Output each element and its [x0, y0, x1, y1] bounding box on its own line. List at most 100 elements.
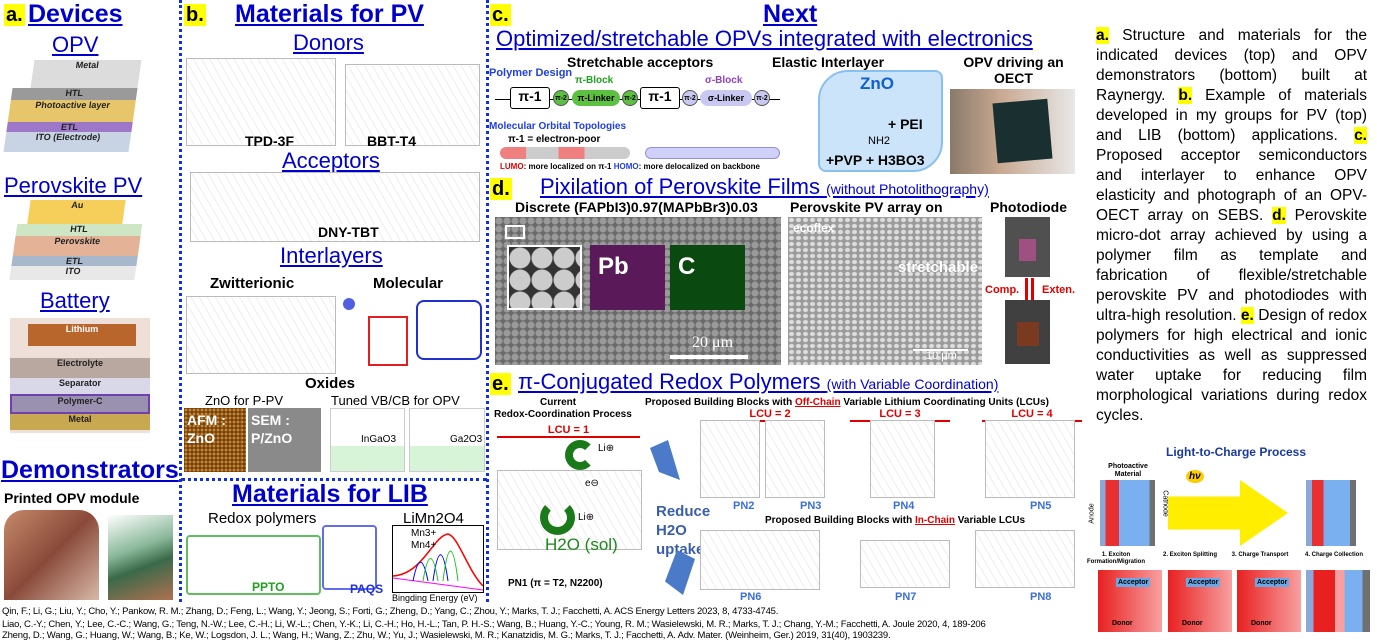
sem-image: SEM : P/ZnO [248, 408, 321, 472]
interlayers-heading: Interlayers [280, 243, 383, 268]
block-label: σ-Linker [707, 93, 745, 103]
molecular-structure [338, 296, 484, 374]
limn2o4-label: LiMn2O4 [403, 510, 464, 527]
step-label: 1. Exciton Formation/Migration [1087, 552, 1145, 565]
pn8-structure [975, 530, 1075, 588]
demonstrators-title: Demonstrators [1, 456, 179, 484]
acceptors-heading: Acceptors [282, 148, 380, 173]
photodiode-photo [1005, 217, 1050, 277]
layer-label: ITO [9, 266, 137, 280]
figure-caption: a. Structure and materials for the indic… [1096, 26, 1367, 426]
pn3-label: PN3 [800, 500, 822, 512]
interlayer-diagram: ZnO + PEI NH2 +PVP + H3BO3 [818, 70, 943, 172]
divider [181, 478, 487, 481]
light-to-charge-diagram: Light-to-Charge Process Photoactive Mate… [1070, 440, 1377, 642]
battery-heading: Battery [40, 288, 110, 313]
paqs-label: PAQS [350, 582, 384, 596]
reference: Qin, F.; Li, G.; Liu, Y.; Cho, Y.; Panko… [2, 606, 779, 617]
layer-label: Separator [10, 378, 150, 394]
title-main: π-Conjugated Redox Polymers [518, 369, 821, 394]
electron-poor-label: π-1 = electron-poor [508, 134, 601, 145]
pn7-label: PN7 [895, 591, 917, 603]
caption-text: Perovskite micro-dot array achieved by u… [1096, 207, 1368, 324]
donor-label: Donor [1112, 620, 1133, 627]
caption-badge: a. [1096, 27, 1109, 44]
panel-badge: d. [490, 178, 512, 200]
legend-mn3: Mn3+ [411, 528, 437, 539]
panel-badge: b. [184, 4, 206, 26]
step-panel [1306, 570, 1370, 632]
step-label: 4. Charge Collection [1304, 552, 1363, 558]
off-chain-text: Off-Chain [795, 397, 841, 408]
divider [179, 0, 182, 602]
block-label: π-1 [518, 88, 542, 104]
pn3-structure [765, 420, 825, 498]
paqs-structure [322, 525, 377, 590]
opv-subtitle: Optimized/stretchable OPVs integrated wi… [496, 26, 1033, 51]
lumo-diagram [500, 147, 630, 159]
opv-module-photo [4, 510, 99, 600]
caption-text: Example of materials developed in my gro… [1096, 87, 1367, 144]
plot-label: Ga2O3 [450, 434, 483, 445]
legend-mn4: Mn4+ [411, 540, 437, 551]
next-title: Next [763, 0, 818, 28]
pn6-structure [700, 530, 820, 590]
xps-plot: Mn3+ Mn4+ [392, 525, 484, 593]
anode-label: Anode [1088, 503, 1096, 524]
lumo-label: LUMO [500, 162, 524, 171]
opv-module-photo [108, 515, 173, 600]
process-label: Redox-Coordination Process [494, 409, 632, 420]
layer-label: Electrolyte [10, 358, 150, 378]
arrow-icon [1031, 278, 1034, 300]
pn5-label: PN5 [1030, 500, 1052, 512]
exten-label: Exten. [1042, 284, 1076, 296]
arrow-icon [650, 440, 680, 480]
layer-label: HTL [10, 88, 138, 100]
donor-label: Donor [1182, 620, 1203, 627]
light-arrow-icon [1168, 480, 1288, 546]
array-label: Perovskite PV array on [790, 199, 943, 215]
layer-label: Polymer-C [10, 394, 150, 414]
layer-label: Metal [10, 414, 150, 430]
pei-label: + PEI [888, 116, 923, 132]
caption-text: Design of redox polymers for high electr… [1096, 307, 1367, 424]
oect-label: OPV driving an OECT [963, 54, 1064, 86]
layer-label: Photoactive layer [7, 100, 136, 122]
ingao3-band-plot: InGaO3 [330, 408, 405, 472]
afm-label: AFM : ZnO [187, 412, 226, 446]
homo-diagram [645, 147, 780, 159]
lcu1-label: LCU = 1 [497, 424, 640, 438]
caption-text: Structure and materials for the indicate… [1096, 27, 1367, 104]
devices-title: Devices [28, 0, 123, 28]
in-chain-heading: Proposed Building Blocks with In-Chain V… [765, 515, 1025, 526]
stretchable-label: stretchable [898, 259, 979, 276]
zwitterionic-label: Zwitterionic [210, 275, 295, 292]
pi2-label: π-2 [624, 95, 636, 102]
layer-label: Lithium [28, 324, 136, 346]
redox-polymers-label: Redox polymers [208, 510, 317, 527]
cathode-label: Cathode [1161, 490, 1169, 517]
scale-bar-label: 10 μm [926, 350, 957, 362]
electron-label: e⊖ [585, 478, 599, 490]
ppto-structure [186, 535, 321, 595]
plot-label: InGaO3 [361, 434, 397, 445]
block-label: π-Linker [577, 93, 615, 103]
photon-icon: hν [1186, 470, 1204, 483]
pn4-label: PN4 [893, 500, 915, 512]
donor-label: Donor [1251, 620, 1272, 627]
pn1-label: PN1 (π = T2, N2200) [508, 578, 603, 589]
diagram-title: Light-to-Charge Process [1166, 445, 1307, 459]
photodiode-photo [1005, 300, 1050, 364]
divider [486, 0, 489, 602]
xps-curves [392, 533, 484, 591]
photodiode-label: Photodiode [990, 199, 1067, 215]
panel-badge: e. [490, 373, 511, 395]
pi1-block: π-1 [640, 87, 680, 109]
pn6-label: PN6 [740, 591, 762, 603]
layer-label: Perovskite [12, 236, 141, 256]
sigma-linker-block: σ-Linker [700, 90, 752, 106]
pi2-unit: π-2 [682, 90, 698, 106]
discrete-label: Discrete (FAPbI3)0.97(MAPbBr3)0.03 [515, 199, 758, 215]
